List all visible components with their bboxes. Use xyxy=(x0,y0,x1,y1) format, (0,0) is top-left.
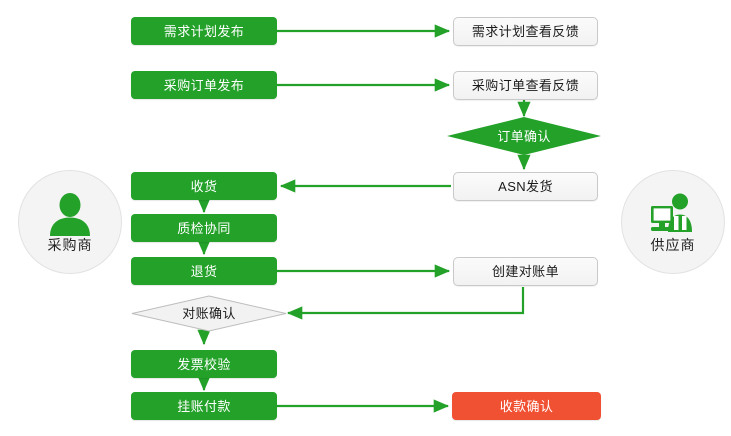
node-demand-plan-publish[interactable]: 需求计划发布 xyxy=(131,17,277,45)
node-label: 收货 xyxy=(190,178,218,194)
node-label: 需求计划发布 xyxy=(163,23,245,39)
person-at-computer-icon xyxy=(651,193,692,232)
node-purchase-order-view-feedback[interactable]: 采购订单查看反馈 xyxy=(453,71,598,100)
node-create-reconciliation-statement[interactable]: 创建对账单 xyxy=(453,257,598,286)
node-order-confirm[interactable]: 订单确认 xyxy=(447,117,601,155)
actor-buyer-label: 采购商 xyxy=(47,237,93,253)
node-quality-inspection-collaboration[interactable]: 质检协同 xyxy=(131,214,277,242)
node-return-goods[interactable]: 退货 xyxy=(131,257,277,285)
node-label: 采购订单发布 xyxy=(163,77,245,93)
person-icon xyxy=(50,193,90,236)
node-invoice-verification[interactable]: 发票校验 xyxy=(131,350,277,378)
diamond-shape xyxy=(447,117,601,155)
node-purchase-order-publish[interactable]: 采购订单发布 xyxy=(131,71,277,99)
node-label: 订单确认 xyxy=(497,128,551,144)
node-goods-receipt[interactable]: 收货 xyxy=(131,172,277,200)
node-demand-plan-view-feedback[interactable]: 需求计划查看反馈 xyxy=(453,17,598,46)
node-asn-shipment[interactable]: ASN发货 xyxy=(453,172,598,201)
actor-supplier[interactable]: 供应商 xyxy=(621,170,725,274)
node-label: 创建对账单 xyxy=(491,264,559,279)
node-label: 挂账付款 xyxy=(177,398,231,414)
node-label: 采购订单查看反馈 xyxy=(471,78,580,93)
connector-statement-to-reconcile xyxy=(286,287,525,320)
node-label: 发票校验 xyxy=(177,356,231,372)
node-payment-receipt-confirm[interactable]: 收款确认 xyxy=(452,392,601,420)
node-label: 需求计划查看反馈 xyxy=(471,24,580,39)
node-label: ASN发货 xyxy=(498,179,553,194)
actor-buyer[interactable]: 采购商 xyxy=(18,170,122,274)
node-reconciliation-confirm[interactable]: 对账确认 xyxy=(131,295,287,332)
node-label: 对账确认 xyxy=(182,306,236,321)
node-label: 质检协同 xyxy=(177,220,231,236)
node-label: 退货 xyxy=(190,263,218,279)
node-account-payment[interactable]: 挂账付款 xyxy=(131,392,277,420)
actor-supplier-label: 供应商 xyxy=(650,237,696,253)
node-label: 收款确认 xyxy=(499,398,554,414)
